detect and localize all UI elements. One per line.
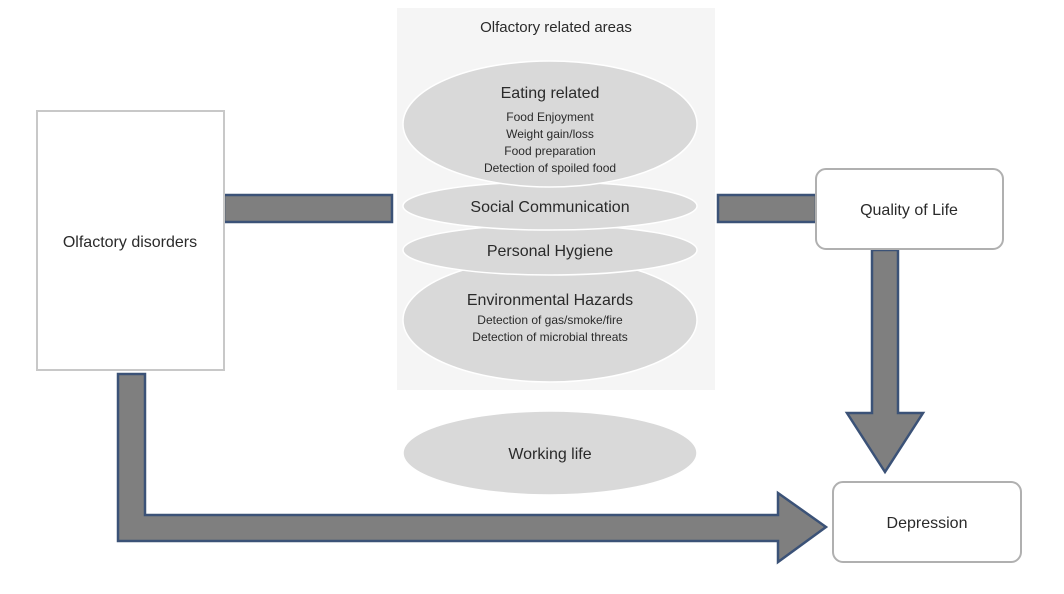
olfactory-disorders-box xyxy=(36,110,225,371)
arrow-quality-to-depression xyxy=(844,248,926,475)
working-life-ellipse xyxy=(402,410,698,496)
eating-related-title: Eating related xyxy=(501,85,600,102)
eating-item: Food preparation xyxy=(504,144,595,158)
depression-label: Depression xyxy=(887,515,968,532)
eating-item: Food Enjoyment xyxy=(506,110,594,124)
quality-of-life-label: Quality of Life xyxy=(860,202,958,219)
working-life-title: Working life xyxy=(508,446,591,463)
depression-box xyxy=(832,481,1022,563)
arrow-disorders-to-depression xyxy=(116,372,829,565)
quality-of-life-box xyxy=(815,168,1004,250)
olfactory-disorders-label: Olfactory disorders xyxy=(63,234,197,251)
connector-bar-right xyxy=(716,193,818,224)
personal-hygiene-title: Personal Hygiene xyxy=(487,243,613,260)
social-communication-title: Social Communication xyxy=(470,199,629,216)
environmental-item: Detection of gas/smoke/fire xyxy=(477,313,623,327)
eating-item: Weight gain/loss xyxy=(506,127,594,141)
environmental-hazards-title: Environmental Hazards xyxy=(467,292,633,309)
connector-bar-left xyxy=(222,193,394,224)
panel-title: Olfactory related areas xyxy=(480,19,632,36)
eating-item: Detection of spoiled food xyxy=(484,161,616,175)
eating-related-ellipse xyxy=(402,60,698,188)
environmental-item: Detection of microbial threats xyxy=(472,330,627,344)
